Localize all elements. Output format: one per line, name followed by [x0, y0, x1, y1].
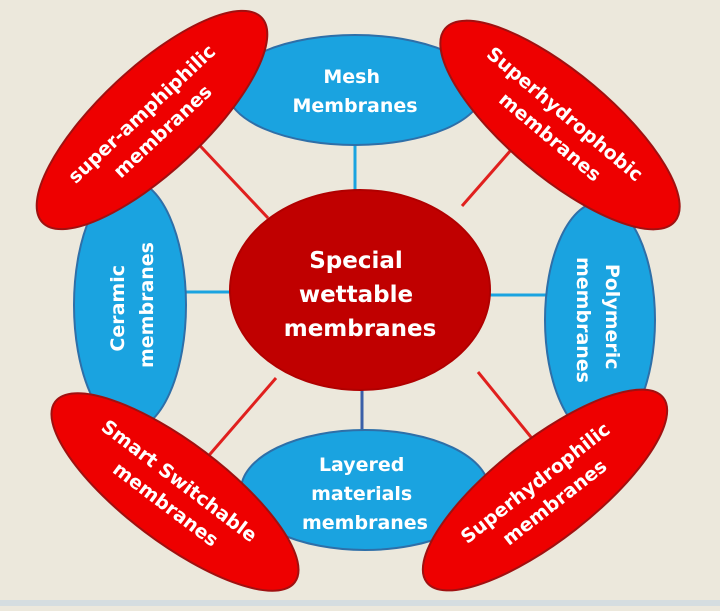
- connector-superhydrophobic: [460, 141, 520, 207]
- node-polymeric-label: Polymeric membranes: [572, 257, 623, 383]
- label-line: Mesh: [323, 66, 380, 88]
- label-line: Special: [309, 248, 403, 274]
- node-mesh-label: Mesh Membranes: [292, 66, 417, 117]
- label-line: Ceramic: [107, 265, 129, 352]
- node-ceramic-label: Ceramic membranes: [107, 242, 158, 368]
- node-center: Special wettable membranes: [229, 189, 491, 391]
- label-line: Layered: [319, 454, 404, 476]
- label-line: Polymeric: [601, 264, 623, 370]
- label-line: Membranes: [292, 95, 417, 117]
- bottom-border: [0, 600, 720, 606]
- node-layered: Layered materials membranes: [240, 429, 490, 551]
- center-label: Special wettable membranes: [284, 248, 437, 342]
- node-layered-label: Layered materials membranes: [302, 454, 428, 534]
- label-line: membranes: [136, 242, 158, 368]
- label-line: membranes: [302, 512, 428, 534]
- label-line: wettable: [299, 282, 413, 308]
- node-polymeric: Polymeric membranes: [544, 201, 656, 439]
- connector-super-amphiphilic: [186, 131, 270, 220]
- node-ceramic: Ceramic membranes: [73, 179, 187, 431]
- label-line: membranes: [572, 257, 594, 383]
- node-mesh: Mesh Membranes: [226, 34, 484, 146]
- label-line: materials: [311, 483, 412, 505]
- label-line: membranes: [284, 316, 437, 342]
- connector-smart-switchable: [196, 377, 278, 469]
- connectors: [185, 131, 550, 469]
